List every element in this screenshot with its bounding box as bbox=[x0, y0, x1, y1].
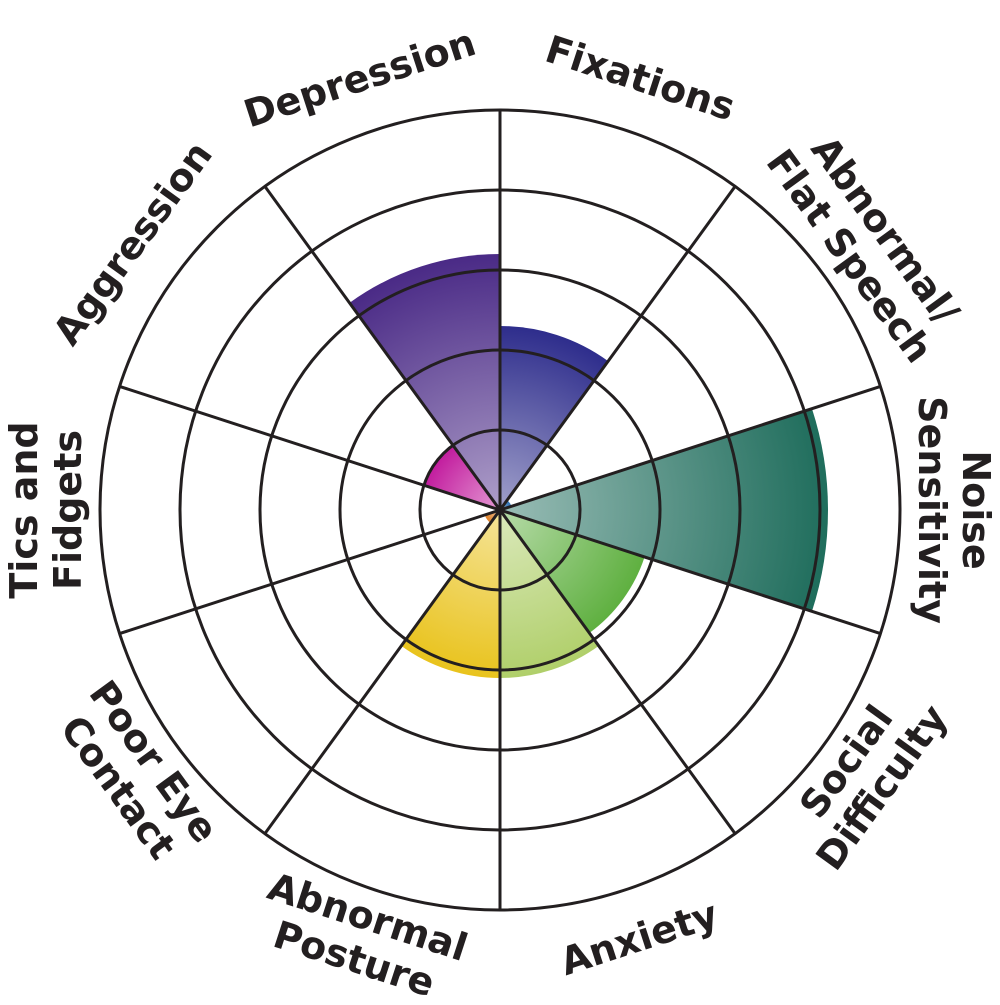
label-abnormal-flat-speech: Abnormal/Flat Speech bbox=[758, 115, 977, 370]
grid-spoke-4 bbox=[499, 508, 881, 636]
sector-depression bbox=[349, 254, 500, 510]
grid-spoke-7 bbox=[263, 509, 502, 835]
sector-noise-sensitivity bbox=[500, 408, 829, 612]
grid-spoke-5 bbox=[498, 509, 737, 835]
sector-aggression bbox=[423, 445, 500, 510]
label-aggression: Aggression bbox=[44, 133, 221, 353]
grid-spoke-3 bbox=[499, 384, 881, 512]
grid-spoke-10 bbox=[263, 185, 502, 511]
label-depression: Depression bbox=[238, 20, 480, 136]
sector-social-difficulty bbox=[500, 510, 645, 633]
label-anxiety: Anxiety bbox=[555, 891, 724, 983]
label-noise-sensitivity: NoiseSensitivity bbox=[911, 396, 999, 624]
grid-spoke-8 bbox=[119, 508, 501, 636]
label-tics-and-fidgets: Tics andFidgets bbox=[2, 421, 90, 598]
grid-spoke-2 bbox=[498, 185, 737, 511]
label-fixations: Fixations bbox=[540, 27, 740, 129]
grid-spoke-9 bbox=[119, 384, 501, 512]
sector-anxiety bbox=[500, 510, 599, 678]
sector-abnormal-posture bbox=[401, 510, 500, 678]
